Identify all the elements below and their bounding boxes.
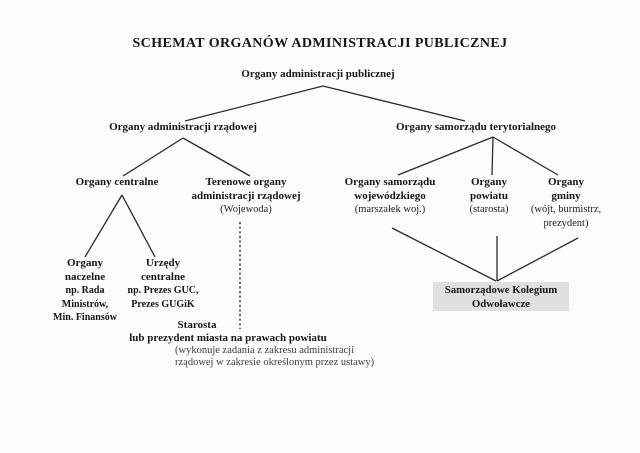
node-sublabel: (marszałek woj.) (354, 204, 426, 215)
node-label-line2: powiatu (470, 189, 508, 202)
node-label-line1: Urzędy (145, 257, 181, 269)
node-organy-administracji-rzadowej: Organy administracji rządowej (109, 121, 257, 135)
node-organy-centralne: Organy centralne (76, 176, 159, 190)
edge-centralne-urzedy (121, 194, 156, 258)
node-label: Organy centralne (75, 176, 159, 188)
edge-root-rzadowa (184, 85, 324, 122)
starosta-note-line1: (wykonuje zadania z zakresu administracj… (175, 345, 355, 356)
node-label-line1: Organy samorządu (344, 176, 436, 188)
edge-rzadowa-centralne (122, 137, 184, 177)
node-label-line2: naczelne (64, 270, 106, 283)
node-label-line2: administracji rządowej (191, 189, 301, 202)
node-sublabel-line1: (wójt, burmistrz, (530, 204, 602, 215)
node-terenowe-organy: Terenowe organy administracji rządowej (… (191, 176, 300, 217)
node-example-line1: np. Rada (65, 285, 105, 296)
node-organy-samorzadu-terytorialnego: Organy samorządu terytorialnego (396, 121, 556, 135)
node-urzedy-centralne: Urzędy centralne np. Prezes GUC, Prezes … (128, 257, 199, 311)
node-label-line1: Organy (547, 176, 585, 188)
node-starosta-title: Starosta (177, 319, 217, 331)
node-label: Organy samorządu terytorialnego (395, 121, 557, 133)
node-organy-naczelne: Organy naczelne np. Rada Ministrów, Min.… (53, 257, 117, 325)
edge-samorzad-wojewodzki (397, 136, 494, 176)
node-label-line2: gminy (551, 189, 581, 202)
edge-root-samorzad (322, 85, 466, 122)
node-label-line2: centralne (141, 270, 185, 283)
node-example-line2: Ministrów, (61, 298, 109, 310)
node-example-line2: Prezes GUGiK (131, 298, 195, 310)
node-label-line1: Organy (66, 257, 104, 269)
node-example-line1: np. Prezes GUC, (127, 285, 199, 296)
node-sublabel-line2: prezydent) (543, 217, 589, 229)
sko-label-line1: Samorządowe Kolegium (444, 284, 558, 296)
node-sublabel: (Wojewoda) (220, 204, 272, 215)
node-starosta-note: (wykonuje zadania z zakresu administracj… (175, 345, 374, 369)
node-organy-powiatu: Organy powiatu (starosta) (469, 176, 508, 217)
node-samorzadowe-kolegium-odwolawcze: Samorządowe Kolegium Odwoławcze (433, 282, 569, 311)
edge-samorzad-powiat (491, 136, 494, 176)
node-organy-gminy: Organy gminy (wójt, burmistrz, prezydent… (531, 176, 601, 230)
sko-label-line2: Odwoławcze (471, 297, 531, 310)
node-label-line2: wojewódzkiego (354, 189, 426, 202)
node-sublabel: (starosta) (469, 204, 509, 215)
edge-samorzad-gmina (492, 136, 559, 176)
edge-centralne-naczelne (84, 194, 123, 258)
node-organy-samorzadu-wojewodzkiego: Organy samorządu wojewódzkiego (marszałe… (345, 176, 436, 217)
page-title: SCHEMAT ORGANÓW ADMINISTRACJI PUBLICZNEJ (132, 36, 508, 51)
node-label: Organy administracji rządowej (109, 121, 257, 133)
node-example-line3: Min. Finansów (53, 312, 117, 323)
node-label: Organy administracji publicznej (241, 68, 395, 80)
edge-wojewodzki-sko (391, 227, 497, 282)
node-label-line1: Terenowe organy (205, 176, 287, 188)
starosta-note-line2: rządowej w zakresie określonym przez ust… (175, 357, 375, 368)
node-organy-administracji-publicznej: Organy administracji publicznej (241, 68, 394, 82)
edge-gmina-sko (496, 237, 579, 282)
node-starosta-subtitle: lub prezydent miasta na prawach powiatu (129, 332, 327, 344)
edge-rzadowa-terenowe (182, 137, 251, 177)
node-label-line1: Organy (470, 176, 508, 188)
